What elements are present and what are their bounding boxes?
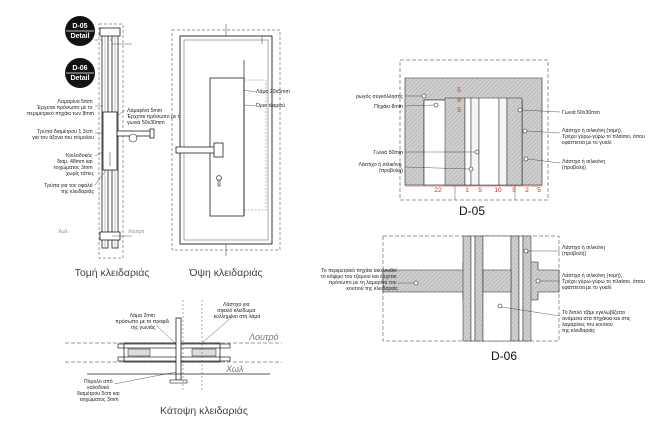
detail-d05-notes: ρωγός συγκόλλησης Πηχάκι 8mm Γωνιά 50mm … [356,93,646,174]
bubble-d05-label: Detail [70,33,89,40]
note-d05-ravs: ρωγός συγκόλλησης [356,93,404,100]
room-label-xol: Χωλ [225,364,243,374]
note-d05-lastixo-provoli: Λάστιχο ή σιλικόνη (προβολή) [562,158,607,171]
bubble-d05-code: D-05 [72,23,87,30]
detail-d05-drawing [399,59,561,201]
bubble-d06-code: D-06 [72,65,87,72]
note-lastixo-kleidoma: Λάστιχο για σφαλό κλείδωμα κολλημένο στη… [214,301,261,320]
dim-d05-side-5b: 5 [457,107,461,114]
note-trypes-ofalou: Τρύπα για τον οφαλό της κλειδαριάς [44,182,95,195]
lock-plan-drawing [65,300,282,392]
note-kolonodokos: Κοιλοδοκός διαμ. 48mm και τοιχώματος 3mm… [54,152,95,177]
note-d06-diplo-tzami: Το διπλό τζάμι εγκλωβίζεται ανάμεσα στα … [562,309,632,334]
dim-d05-side-5a: 5 [457,87,461,94]
view-title-elevation: Όψη κλειδαριάς [188,267,262,279]
detail-bubble-d05: D-05 Detail [65,16,120,46]
room-label-loutro: Λουτρό [248,332,278,342]
detail-d06-drawing [382,235,561,342]
dim-d05-side-8: 8 [457,97,461,104]
room-label-xol-small: Χωλ [58,229,68,235]
note-d06-lastixo-tomi: Λάστιχο ή σιλικόνη (τομή), Τρέχει γύρω-γ… [562,272,646,291]
note-d06-lastixo-provoli: Λάστιχο ή σιλικόνη (προβολή) [562,244,607,257]
lock-elevation-drawing [171,24,281,256]
note-lama-20x5: Λάμα 20x5mm [256,88,290,95]
detail-d05-dims: 22 1 5 10 5 2 5 5 8 5 [434,87,541,194]
note-d05-pixaki: Πηχάκι 8mm [374,103,403,110]
dim-d05-22: 22 [434,187,442,194]
dim-d05-5c: 5 [537,187,541,194]
elevation-notes: Λάμα 20x5mm Όριο τζαμιού [255,88,290,109]
view-title-section: Τομή κλειδαριάς [75,267,150,279]
dim-d05-2: 2 [525,187,529,194]
bubble-d06-label: Detail [70,75,89,82]
note-trypa-axona: Τρύπα διαμέτρου 1,3cm για τον άξονα του … [32,128,94,141]
note-d05-lastixo: Λάστιχο ή σιλικόνη (προβολή) [358,161,403,174]
note-d05-gonia-50x30: Γωνιά 50x30mm [562,109,600,116]
dim-d05-1: 1 [465,187,469,194]
note-d05-lastixo-tomi: Λάστιχο ή σιλικόνη (τομή), Τρέχει γύρω-γ… [562,127,646,146]
plan-notes: Λάμα 2mm πρόσωπο με το προφίλ της γωνιάς… [77,301,260,403]
room-label-loutro-small: Λουτρό [128,228,145,235]
detail-d06-title: D-06 [491,349,517,363]
note-pomolo: Πόμολο από καλοδοκό διαμέτρου 5cm και το… [77,378,121,403]
note-orio-tzamiou: Όριο τζαμιού [255,103,285,109]
detail-d06-notes: Το περιμετρικό πηχάκι ακολουθεί το κόψιμ… [321,244,646,334]
dim-d05-5b: 5 [512,187,516,194]
note-lamarina-5mm-b: Λαμαρίνα 5mm Έρχεται πρόσωπο με τη γωνιά… [126,108,184,126]
lock-section-drawing [94,23,155,259]
detail-d05-title: D-05 [459,204,485,218]
section-notes: Λαμαρίνα 5mm Έρχεται πρόσωπο με το περιμ… [27,99,184,195]
note-lama-2mm: Λάμα 2mm πρόσωπο με το προφίλ της γωνιάς [115,312,170,331]
detail-bubble-d06: D-06 Detail [65,58,95,88]
note-d06-pixaki: Το περιμετρικό πηχάκι ακολουθεί το κόψιμ… [321,267,399,292]
dim-d05-10: 10 [494,187,502,194]
dim-d05-5a: 5 [478,187,482,194]
view-title-plan: Κάτοψη κλειδαριάς [160,405,248,417]
note-d05-gonia: Γωνιά 50mm [373,149,403,156]
note-lamarina-5mm: Λαμαρίνα 5mm Έρχεται πρόσωπο με το περιμ… [27,99,94,117]
